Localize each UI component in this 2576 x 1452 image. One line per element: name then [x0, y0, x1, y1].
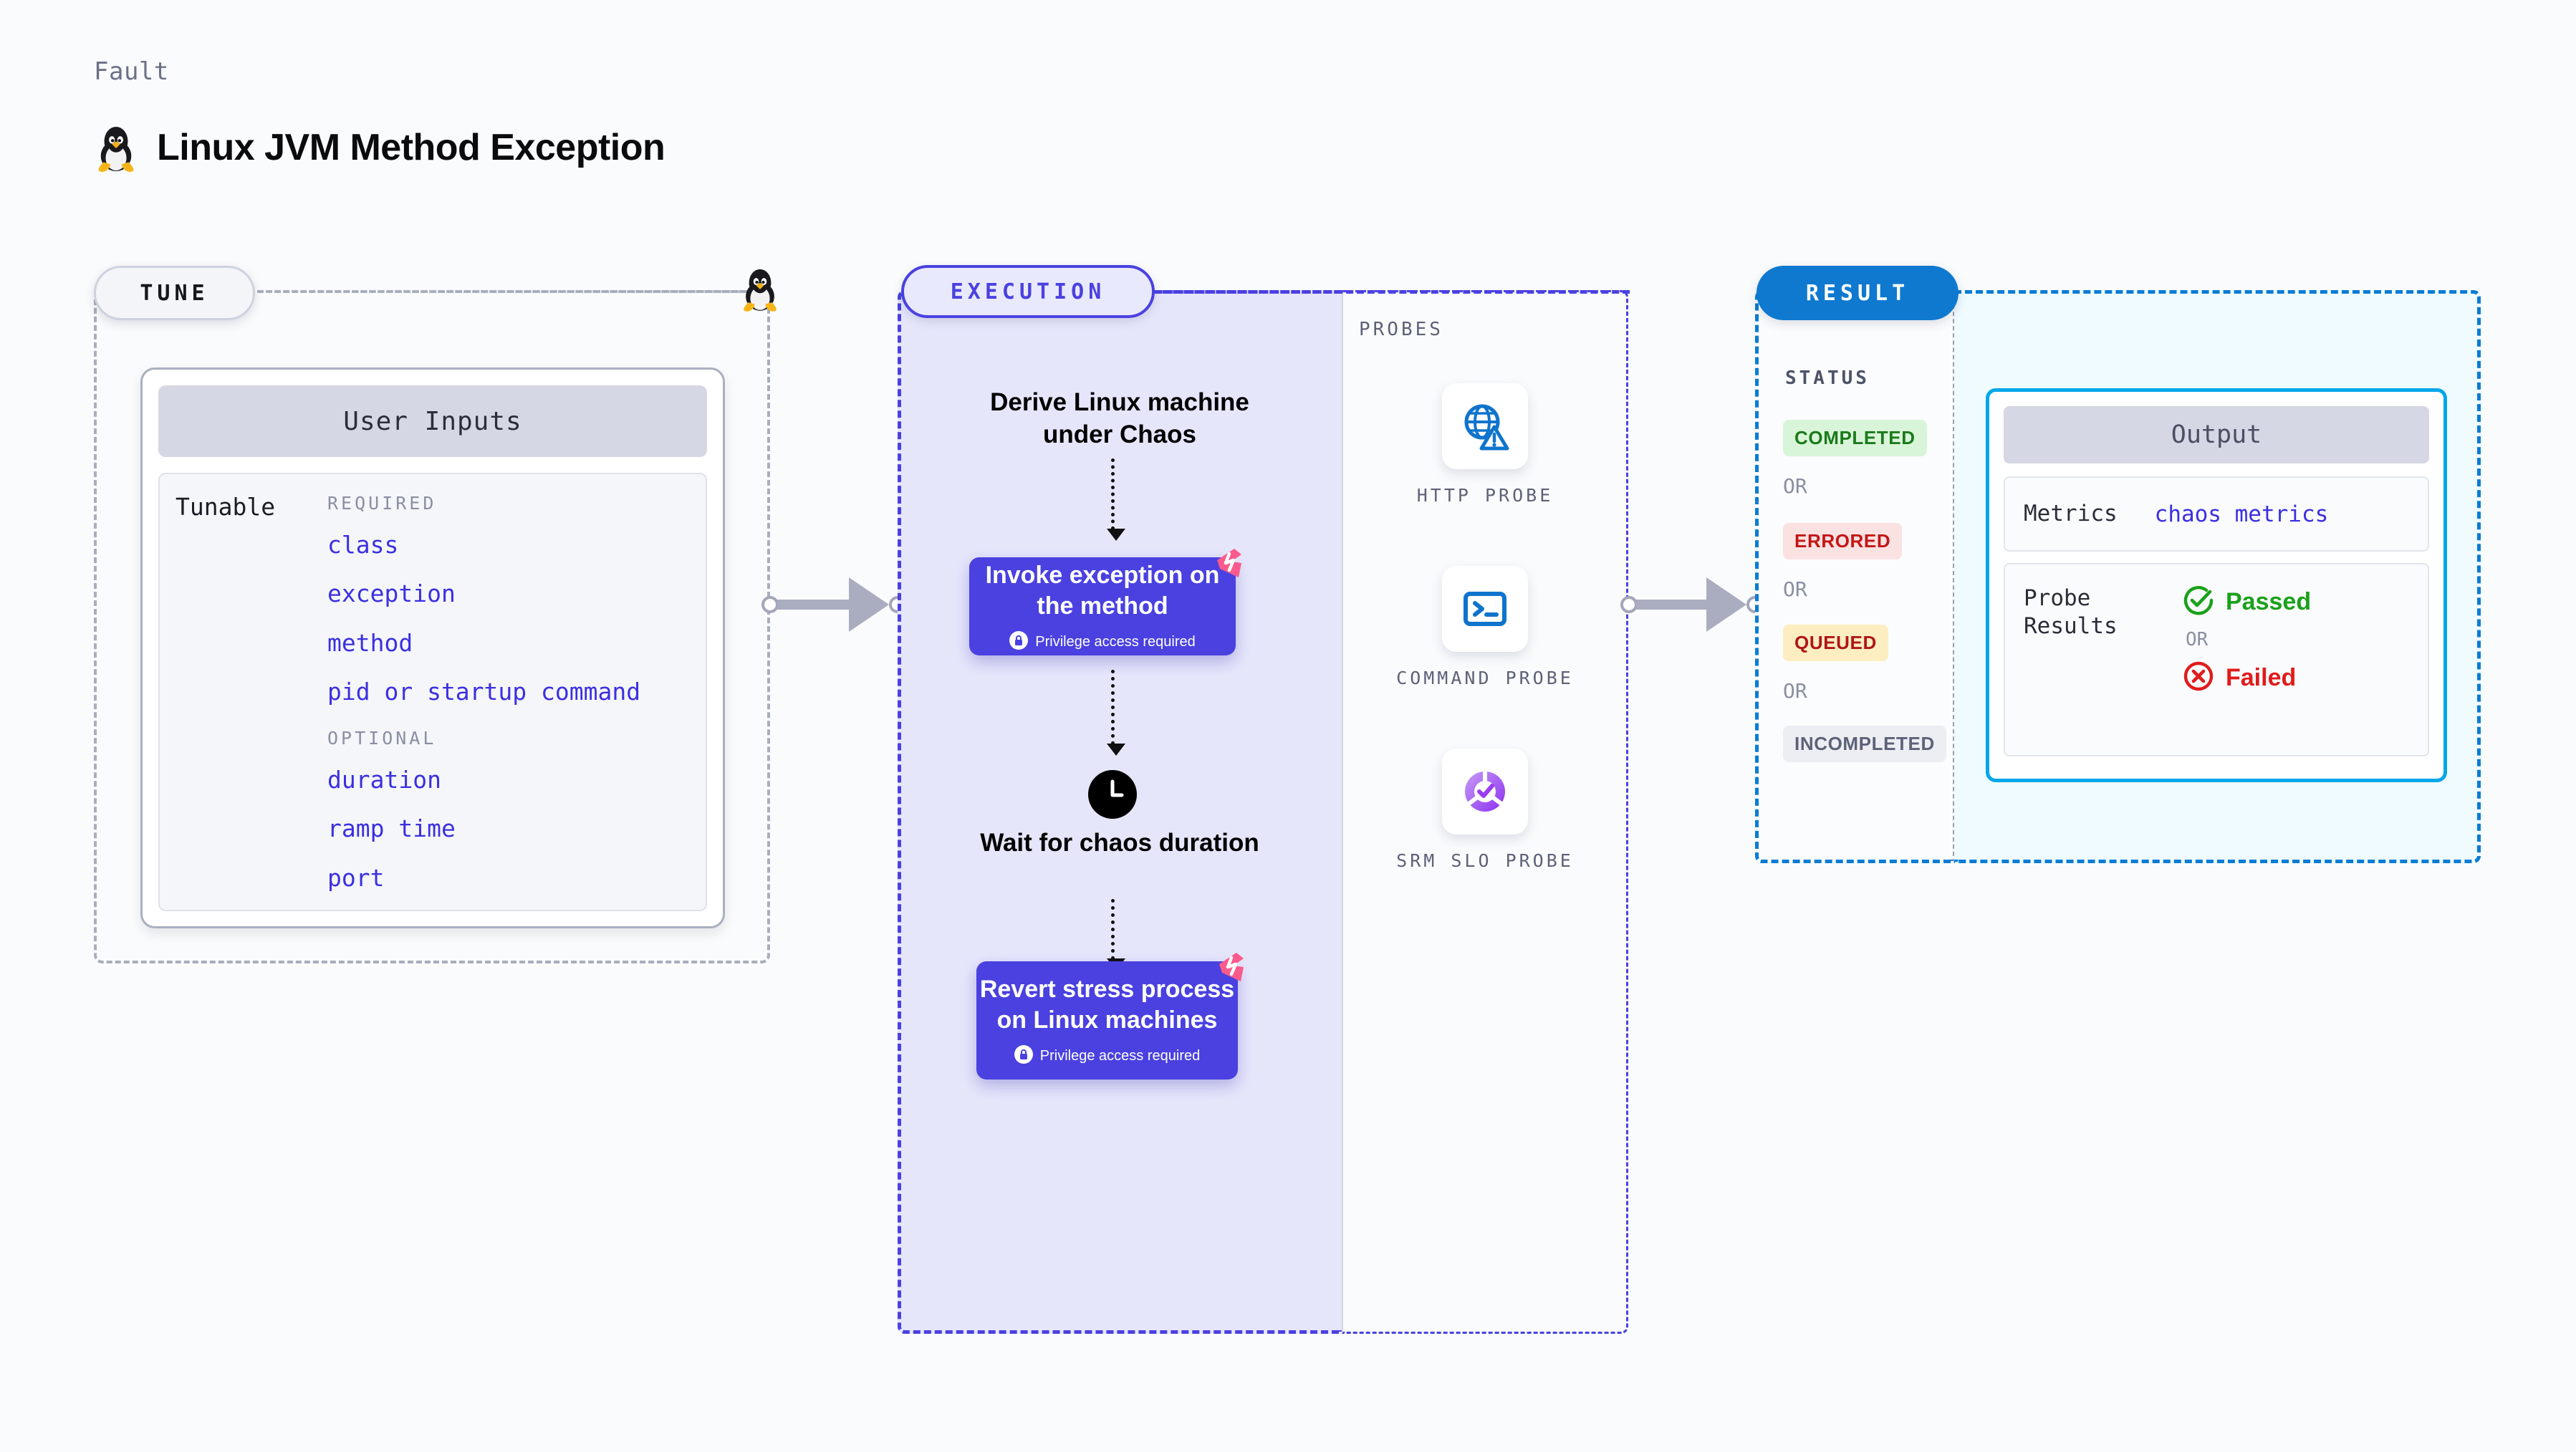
probe-result-failed-label: Failed — [2226, 663, 2297, 691]
tune-phase-pill[interactable]: TUNE — [94, 266, 255, 320]
lock-icon — [1014, 1045, 1033, 1067]
arrow-invoke-to-wait — [1107, 670, 1125, 756]
execution-card-invoke-title: Invoke exception on the method — [985, 561, 1220, 620]
tunable-item-class[interactable]: class — [327, 531, 399, 559]
status-badge-incompleted: INCOMPLETED — [1783, 726, 1946, 762]
result-status-panel — [1755, 290, 1954, 863]
page-title: Linux JVM Method Exception — [157, 127, 665, 168]
arrow-wait-to-revert — [1107, 899, 1125, 971]
probe-result-passed: Passed — [2183, 585, 2311, 619]
output-probe-results-key: Probe Results — [2024, 585, 2118, 639]
probe-result-values: Passed OR Failed — [2183, 585, 2311, 735]
execution-top-dashed-line — [1155, 290, 1630, 294]
tunable-list: REQUIRED class exception method pid or s… — [327, 493, 698, 903]
output-metrics-value[interactable]: chaos metrics — [2154, 501, 2329, 527]
x-circle-icon — [2183, 660, 2214, 695]
harness-logo-icon — [1210, 544, 1249, 586]
execution-card-revert-stress[interactable]: Revert stress process on Linux machines … — [976, 953, 1244, 1080]
output-metrics-key: Metrics — [2024, 501, 2118, 527]
probe-item-srm-slo[interactable]: SRM SLO PROBE — [1381, 749, 1589, 873]
arrow-derive-to-invoke — [1107, 458, 1125, 541]
privilege-note-invoke: Privilege access required — [1035, 633, 1196, 650]
privilege-row-revert: Privilege access required — [1014, 1045, 1200, 1067]
slo-donut-check-icon — [1442, 749, 1528, 835]
status-or-1: OR — [1783, 474, 1807, 498]
probe-label-http: HTTP PROBE — [1416, 485, 1554, 506]
privilege-note-revert: Privilege access required — [1039, 1047, 1201, 1064]
probe-result-failed: Failed — [2183, 660, 2311, 695]
page-title-row: Linux JVM Method Exception — [94, 122, 665, 173]
probe-label-srm-slo: SRM SLO PROBE — [1396, 850, 1574, 871]
tune-top-dashed-line — [258, 290, 756, 293]
output-probe-results-row: Probe Results Passed OR — [2004, 563, 2429, 756]
status-or-2: OR — [1783, 577, 1807, 601]
harness-logo-icon — [1212, 948, 1251, 990]
probe-item-http[interactable]: HTTP PROBE — [1381, 383, 1589, 508]
tunable-item-pid[interactable]: pid or startup command — [327, 677, 641, 706]
user-inputs-card: User Inputs Tunable REQUIRED class excep… — [140, 367, 725, 928]
terminal-icon — [1442, 566, 1528, 652]
output-card: Output Metrics chaos metrics Probe Resul… — [1986, 388, 2447, 782]
execution-step-wait-duration: Wait for chaos duration — [980, 829, 1259, 857]
probe-result-or: OR — [2186, 629, 2209, 650]
tunable-label: Tunable — [176, 493, 276, 521]
fault-eyebrow-label: Fault — [94, 57, 169, 86]
status-section-title: STATUS — [1785, 367, 1870, 389]
globe-warning-icon — [1442, 383, 1528, 469]
tunable-item-exception[interactable]: exception — [327, 580, 456, 608]
output-metrics-row: Metrics chaos metrics — [2004, 476, 2429, 552]
tunable-item-duration[interactable]: duration — [327, 766, 441, 794]
tunable-body: Tunable REQUIRED class exception method … — [158, 473, 707, 911]
clock-icon — [1088, 770, 1137, 822]
result-phase-pill[interactable]: RESULT — [1756, 266, 1959, 320]
status-badge-errored: ERRORED — [1783, 523, 1903, 559]
check-circle-icon — [2183, 585, 2214, 619]
output-card-title: Output — [2004, 406, 2429, 463]
lock-icon — [1009, 631, 1029, 653]
probe-label-command: COMMAND PROBE — [1396, 668, 1574, 688]
status-badge-completed: COMPLETED — [1783, 420, 1927, 456]
privilege-row-invoke: Privilege access required — [1009, 631, 1196, 653]
execution-card-invoke-exception[interactable]: Invoke exception on the method Privilege… — [969, 549, 1241, 655]
execution-card-revert-title: Revert stress process on Linux machines — [979, 975, 1235, 1034]
tunable-item-port[interactable]: port — [327, 863, 385, 892]
user-inputs-title: User Inputs — [158, 385, 707, 457]
group-heading-required: REQUIRED — [327, 493, 437, 514]
status-or-3: OR — [1783, 679, 1807, 703]
probes-section-title: PROBES — [1359, 319, 1443, 340]
probe-item-command[interactable]: COMMAND PROBE — [1381, 566, 1589, 691]
tunable-item-method[interactable]: method — [327, 628, 413, 657]
group-heading-optional: OPTIONAL — [327, 728, 437, 749]
probe-result-passed-label: Passed — [2226, 587, 2312, 615]
status-badge-queued: QUEUED — [1783, 625, 1888, 661]
execution-phase-pill[interactable]: EXECUTION — [901, 265, 1155, 318]
tunable-item-ramp-time[interactable]: ramp time — [327, 814, 456, 843]
tux-penguin-icon — [94, 122, 138, 173]
execution-step-derive-machine: Derive Linux machine under Chaos — [990, 388, 1249, 448]
tux-penguin-icon-border — [739, 264, 781, 316]
